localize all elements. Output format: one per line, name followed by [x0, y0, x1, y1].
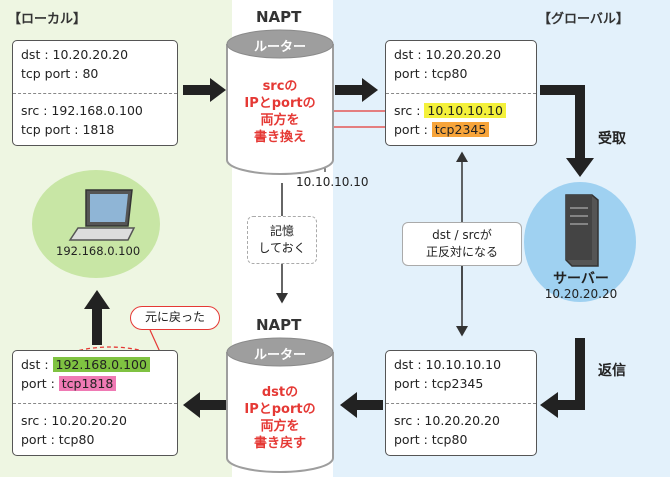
packet-src-port: port : tcp80	[394, 432, 468, 447]
swap-note-line-2: 正反対になる	[425, 245, 498, 259]
packet-src-line: src : 10.10.10.10	[394, 103, 506, 119]
packet-dst-port: port : tcp2345	[394, 376, 484, 391]
reply-label: 返信	[598, 363, 626, 379]
restored-callout: 元に戻った	[130, 306, 220, 330]
rewritten-src-ip: 10.10.10.10	[424, 103, 506, 118]
packet-dst-port: port : tcp80	[394, 66, 468, 81]
router-top-line-1: srcの	[262, 79, 298, 94]
local-region-title: 【ローカル】	[8, 12, 87, 27]
pc-icon	[32, 170, 160, 278]
packet-local-incoming: dst : 192.168.0.100 port : tcp1818 src :…	[12, 350, 178, 456]
swap-note: dst / srcが 正反対になる	[402, 222, 522, 266]
packet-port-line: port : tcp1818	[21, 376, 117, 392]
packet-port-prefix: port :	[394, 122, 432, 137]
memo-line-2: しておく	[258, 241, 306, 255]
router-bottom-title: ルーター	[253, 348, 306, 363]
packet-src-port: tcp port : 1818	[21, 122, 115, 137]
packet-divider	[13, 403, 177, 404]
rewritten-src-port: tcp2345	[431, 122, 490, 137]
packet-src: src : 10.20.20.20	[21, 413, 127, 428]
swap-note-line-1: dst / srcが	[432, 228, 492, 242]
router-top-title: ルーター	[253, 40, 306, 55]
packet-dst-line: dst : 192.168.0.100	[21, 357, 150, 373]
pc-ip: 192.168.0.100	[56, 244, 141, 258]
arrow-local-to-napt	[183, 78, 226, 102]
packet-dst-prefix: dst :	[21, 357, 53, 372]
arrow-global-to-napt	[340, 392, 383, 418]
packet-port-line: port : tcp2345	[394, 122, 490, 138]
router-bottom-line-2: IPとportの	[244, 402, 316, 417]
packet-src-port: port : tcp80	[21, 432, 95, 447]
packet-src: src : 192.168.0.100	[21, 103, 143, 118]
router-bottom-line-4: 書き戻す	[253, 436, 306, 451]
napt-label-bottom: NAPT	[256, 316, 302, 334]
packet-global-outgoing: dst : 10.20.20.20 port : tcp80 src : 10.…	[385, 40, 537, 146]
packet-dst-port: tcp port : 80	[21, 66, 99, 81]
router-bottom-line-3: 両方を	[260, 419, 300, 434]
memo-note: 記憶 しておく	[247, 216, 317, 264]
receive-label: 受取	[598, 131, 626, 147]
memo-line-1: 記憶	[269, 224, 294, 238]
router-top-icon	[226, 29, 334, 175]
packet-dst: dst : 10.10.10.10	[394, 357, 502, 372]
arrow-from-server	[540, 338, 585, 418]
router-top-line-3: 両方を	[260, 113, 300, 128]
napt-label-top: NAPT	[256, 8, 302, 26]
server-ip: 10.20.20.20	[544, 287, 618, 301]
packet-src: src : 10.20.20.20	[394, 413, 500, 428]
packet-port-prefix: port :	[21, 376, 59, 391]
server-icon	[524, 182, 636, 302]
router-top-line-4: 書き換え	[253, 130, 306, 145]
restored-dst-port: tcp1818	[58, 376, 117, 391]
arrow-napt-to-global	[335, 78, 378, 102]
arrow-napt-to-local	[183, 392, 226, 418]
router-top-line-2: IPとportの	[244, 96, 316, 111]
server-name: サーバー	[553, 271, 609, 287]
router-bottom-icon	[226, 337, 334, 473]
packet-divider	[386, 403, 536, 404]
global-region-title: 【グローバル】	[538, 12, 629, 27]
packet-global-incoming: dst : 10.10.10.10 port : tcp2345 src : 1…	[385, 350, 537, 456]
packet-divider	[386, 93, 536, 94]
packet-src-prefix: src :	[394, 103, 425, 118]
packet-dst: dst : 10.20.20.20	[394, 47, 502, 62]
packet-local-outgoing: dst : 10.20.20.20 tcp port : 80 src : 19…	[12, 40, 178, 146]
router-bottom-line-1: dstの	[261, 385, 299, 400]
packet-dst: dst : 10.20.20.20	[21, 47, 129, 62]
router-top-text: srcの IPとportの 両方を 書き換え	[225, 78, 335, 146]
router-public-ip: 10.10.10.10	[296, 175, 369, 189]
restored-dst-ip: 192.168.0.100	[52, 357, 150, 372]
arrow-to-server	[540, 85, 594, 177]
router-bottom-text: dstの IPとportの 両方を 書き戻す	[225, 384, 335, 452]
packet-divider	[13, 93, 177, 94]
callout-connector	[149, 329, 161, 353]
arrow-to-pc	[84, 290, 110, 345]
